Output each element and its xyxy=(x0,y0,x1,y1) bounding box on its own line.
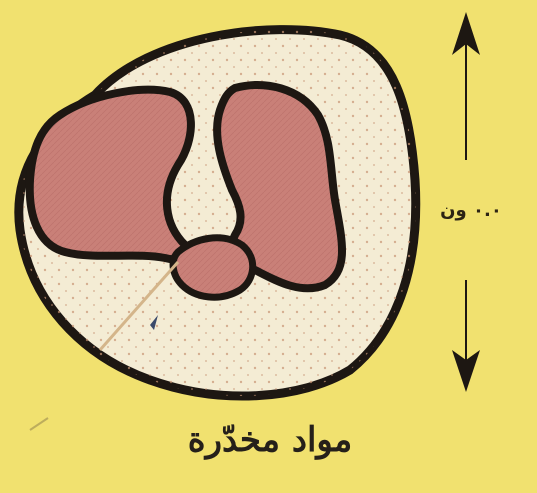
nucleus-lobe-left xyxy=(30,90,191,259)
margin-mark xyxy=(30,418,48,430)
nucleus-bridge xyxy=(173,238,253,297)
dimension-label: ۰.۰ ون xyxy=(436,200,506,221)
caption-label: مواد مخدّرة xyxy=(150,420,390,460)
